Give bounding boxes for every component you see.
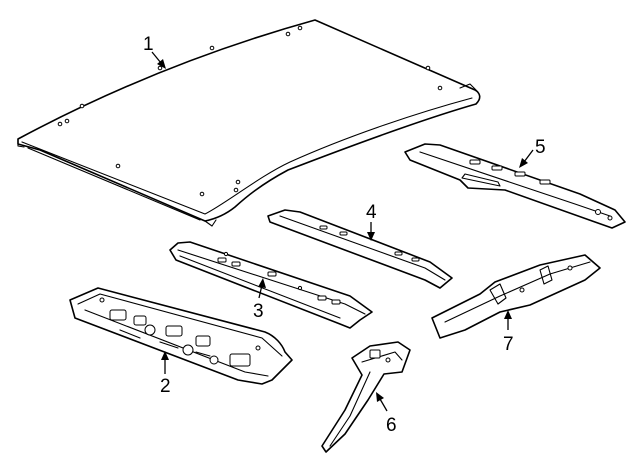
callout-2: 2 — [160, 351, 171, 397]
callout-3: 3 — [253, 278, 266, 322]
callout-label-7: 7 — [503, 334, 514, 355]
roof-panel — [17, 19, 481, 227]
callout-5: 5 — [519, 137, 546, 168]
roof-side-rail — [404, 143, 626, 229]
front-header-panel — [69, 287, 293, 385]
callout-label-1: 1 — [143, 34, 154, 55]
callout-label-4: 4 — [366, 202, 377, 223]
callout-label-3: 3 — [253, 301, 264, 322]
callout-label-2: 2 — [160, 376, 171, 397]
roof-bow-front — [169, 241, 373, 329]
callout-1: 1 — [143, 34, 166, 69]
side-rail-reinforcement — [431, 254, 601, 339]
callout-6: 6 — [376, 392, 397, 436]
roof-bow-rear — [267, 209, 453, 289]
callout-7: 7 — [503, 310, 514, 355]
windshield-pillar — [321, 341, 411, 453]
callout-4: 4 — [366, 202, 377, 241]
callout-label-6: 6 — [386, 415, 397, 436]
callout-label-5: 5 — [535, 137, 546, 158]
